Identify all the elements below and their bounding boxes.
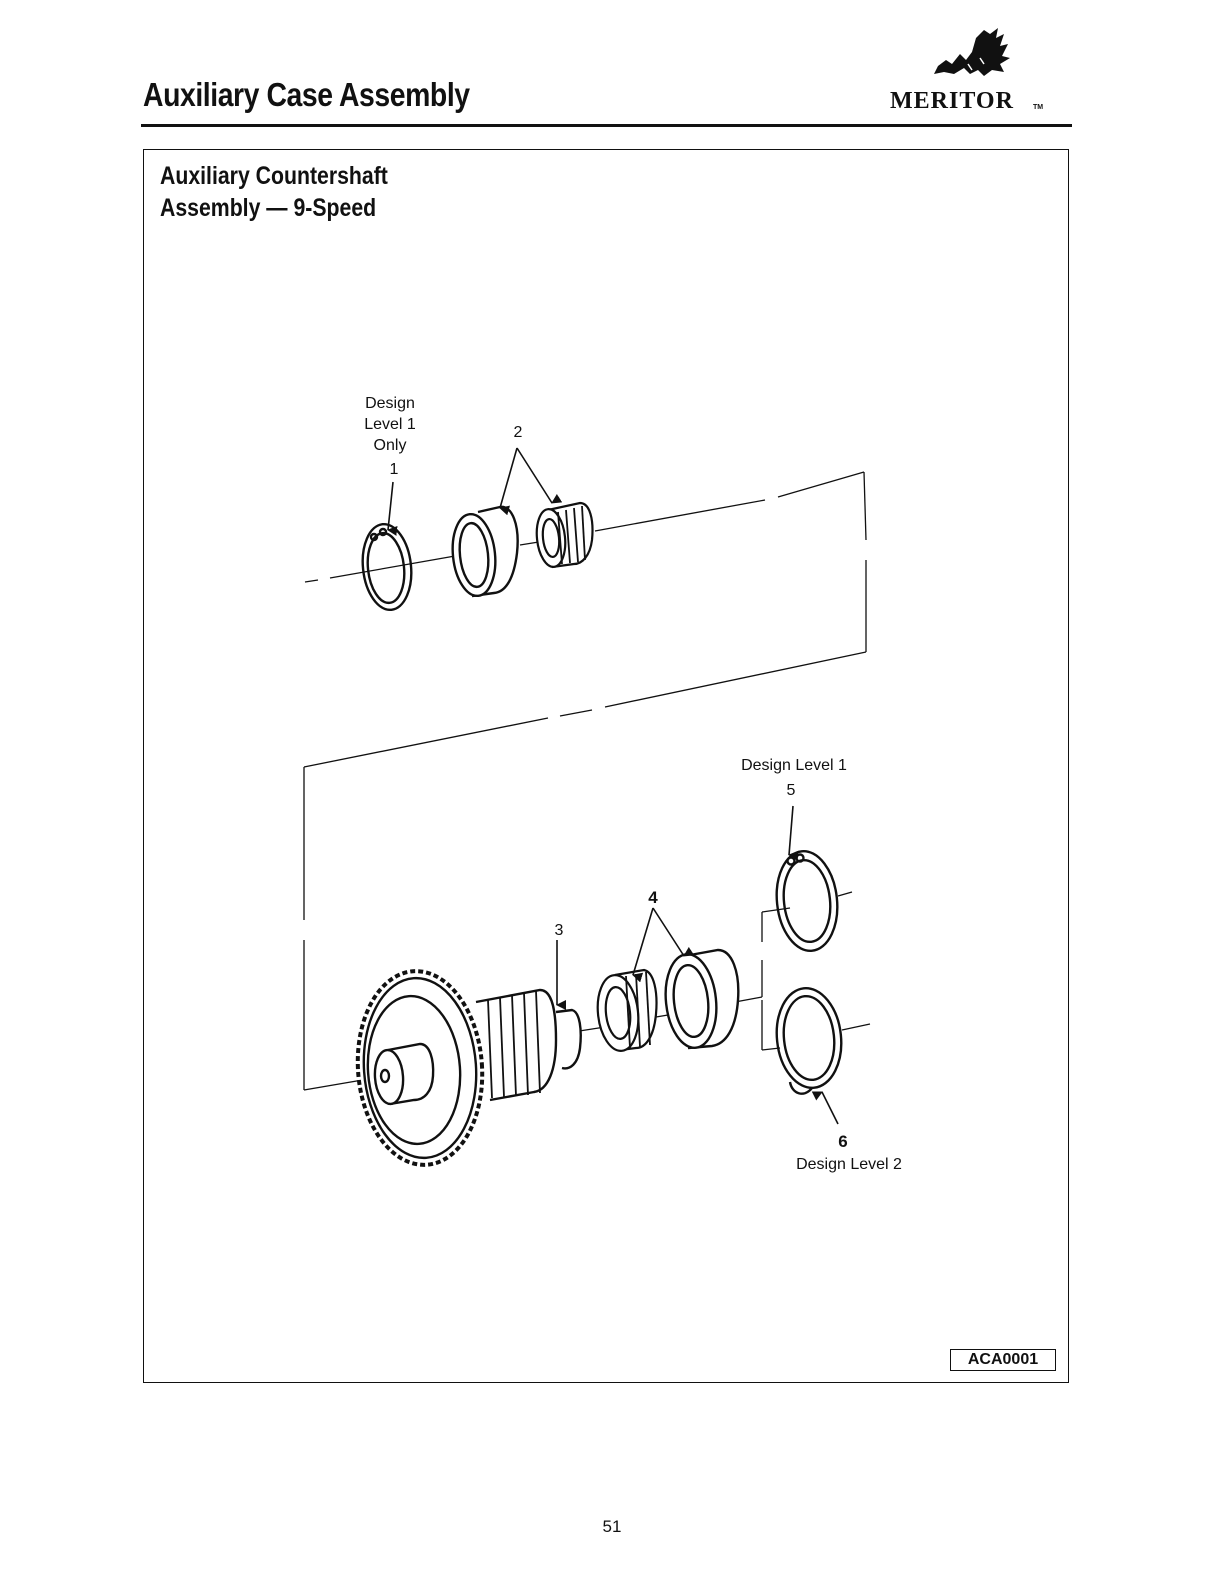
callout-5-number: 5 bbox=[787, 782, 796, 799]
bull-icon bbox=[934, 28, 1010, 76]
meritor-logo: MERITOR TM bbox=[880, 24, 1080, 120]
callout-1-number: 1 bbox=[390, 461, 399, 478]
callout-1-line-1: Design bbox=[365, 395, 415, 412]
figure-frame bbox=[143, 149, 1069, 1383]
bearing-cup-part-2 bbox=[451, 505, 519, 598]
page-title: Auxiliary Case Assembly bbox=[143, 76, 470, 113]
snap-ring-part-1 bbox=[361, 522, 413, 612]
leader-arrows bbox=[387, 447, 839, 1125]
trademark-mark: TM bbox=[1033, 104, 1044, 111]
header-rule bbox=[141, 124, 1072, 127]
callout-5-description: Design Level 1 bbox=[741, 757, 847, 774]
callout-2-number: 2 bbox=[514, 424, 523, 441]
bearing-cup-part-4 bbox=[664, 948, 740, 1050]
callout-3-number: 3 bbox=[555, 922, 564, 939]
callout-1-line-3: Only bbox=[374, 437, 407, 454]
page-number: 51 bbox=[602, 1517, 622, 1536]
logo-wordmark: MERITOR bbox=[890, 88, 1014, 114]
bearing-cone-part-4 bbox=[596, 968, 658, 1052]
snap-ring-part-5 bbox=[775, 849, 839, 953]
figure-title-line-1: Auxiliary Countershaft bbox=[160, 162, 388, 190]
callout-1-line-2: Level 1 bbox=[364, 416, 416, 433]
figure-code: ACA0001 bbox=[950, 1349, 1056, 1371]
callout-6-description: Design Level 2 bbox=[796, 1156, 902, 1173]
figure-title: Auxiliary Countershaft Assembly — 9-Spee… bbox=[160, 160, 388, 224]
countershaft-gear-part-3 bbox=[355, 969, 582, 1167]
bearing-cone-part-2 bbox=[535, 501, 594, 569]
snap-ring-part-6 bbox=[775, 986, 843, 1095]
figure-title-line-2: Assembly — 9-Speed bbox=[160, 194, 377, 222]
callout-4-number: 4 bbox=[648, 888, 658, 907]
callout-6-number: 6 bbox=[838, 1132, 847, 1151]
